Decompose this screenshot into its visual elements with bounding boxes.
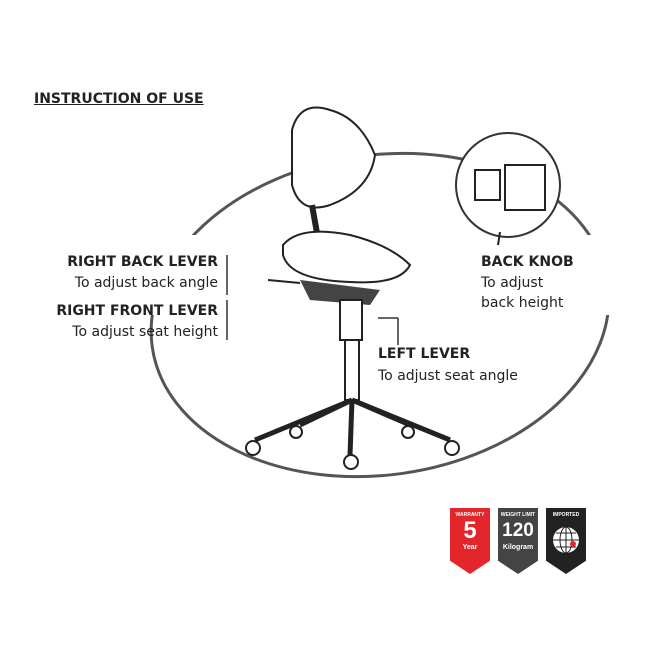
page-title: INSTRUCTION OF USE xyxy=(34,91,204,107)
right-back-lever-desc: To adjust back angle xyxy=(74,275,218,291)
badge-top: WARRANTY xyxy=(455,512,485,518)
left-lever-desc: To adjust seat angle xyxy=(378,368,518,384)
imported-badge: IMPORTED xyxy=(546,508,586,574)
globe-icon xyxy=(553,526,579,554)
right-front-lever-heading: RIGHT FRONT LEVER xyxy=(56,303,218,319)
badge-top: WEIGHT LIMIT xyxy=(500,512,536,518)
back-knob-heading: BACK KNOB xyxy=(481,254,574,270)
badge-top: IMPORTED xyxy=(552,512,580,518)
left-lever-heading: LEFT LEVER xyxy=(378,346,471,362)
badge-value: 120 xyxy=(502,520,534,541)
right-front-lever-desc: To adjust seat height xyxy=(72,324,218,340)
back-knob-desc-1: To adjust xyxy=(481,275,544,291)
weight-limit-badge: WEIGHT LIMIT 120 Kilogram xyxy=(498,508,538,574)
right-back-lever-heading: RIGHT BACK LEVER xyxy=(67,254,218,270)
badge-bottom: Year xyxy=(462,544,478,551)
back-knob-desc-2: back height xyxy=(481,295,564,311)
badge-value: 5 xyxy=(463,517,477,544)
badge-bottom: Kilogram xyxy=(502,544,534,551)
warranty-badge: WARRANTY 5 Year xyxy=(450,508,490,574)
